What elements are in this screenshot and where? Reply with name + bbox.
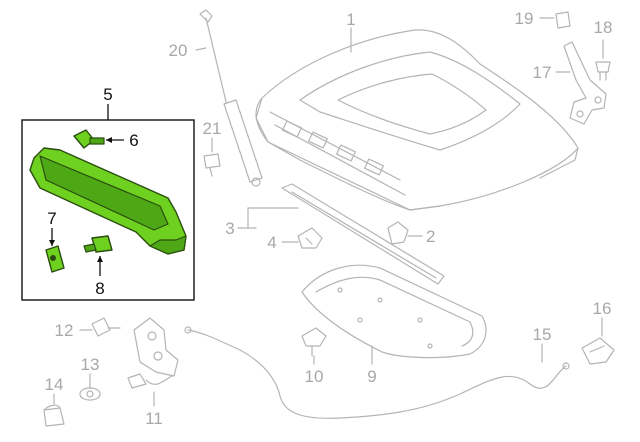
callout-16: 16 xyxy=(593,299,612,318)
callout-12: 12 xyxy=(55,321,74,340)
push-clip-part-10 xyxy=(301,327,327,357)
callout-17: 17 xyxy=(533,63,552,82)
hood-latch xyxy=(127,317,179,389)
callout-21: 21 xyxy=(203,119,222,138)
arrow-6 xyxy=(106,137,112,143)
clip-part-7[interactable] xyxy=(45,245,65,273)
hood-support-rod xyxy=(199,9,263,187)
callout-7: 7 xyxy=(47,209,56,228)
hood-bumper xyxy=(387,221,409,245)
arrow-7 xyxy=(49,240,55,246)
callout-3: 3 xyxy=(225,219,234,238)
callout-8: 8 xyxy=(95,279,104,298)
hood-insulator xyxy=(301,264,487,359)
callout-20: 20 xyxy=(169,41,188,60)
release-cable xyxy=(184,326,570,419)
clip-part-4 xyxy=(297,227,323,249)
callout-9: 9 xyxy=(367,367,376,386)
callout-18: 18 xyxy=(594,18,613,37)
bolt-part-18 xyxy=(595,61,611,81)
hood-stop-bolt xyxy=(203,153,221,177)
callout-19: 19 xyxy=(515,9,534,28)
bumper-part-14 xyxy=(43,404,65,427)
callout-4: 4 xyxy=(267,233,276,252)
bolt-part-8[interactable] xyxy=(83,235,113,253)
arrow-8 xyxy=(97,256,103,262)
hood-hinge xyxy=(563,41,607,125)
callout-10: 10 xyxy=(305,367,324,386)
hood-panel xyxy=(255,29,579,211)
callout-2: 2 xyxy=(426,227,435,246)
callout-15: 15 xyxy=(533,325,552,344)
callout-11: 11 xyxy=(145,409,163,428)
bolt-part-12 xyxy=(91,317,121,337)
callout-5: 5 xyxy=(103,85,112,104)
hood-seal-strip xyxy=(281,183,445,285)
release-handle xyxy=(581,337,615,365)
nut-part-19 xyxy=(555,11,571,29)
callout-13: 13 xyxy=(81,355,100,374)
bolt-part-6[interactable] xyxy=(73,129,105,149)
callout-6: 6 xyxy=(129,131,138,150)
bolt-part-13 xyxy=(79,387,101,401)
leader-line-20 xyxy=(195,47,207,51)
callout-14: 14 xyxy=(45,375,64,394)
hood-scoop[interactable] xyxy=(29,147,187,255)
callout-1: 1 xyxy=(346,10,355,29)
